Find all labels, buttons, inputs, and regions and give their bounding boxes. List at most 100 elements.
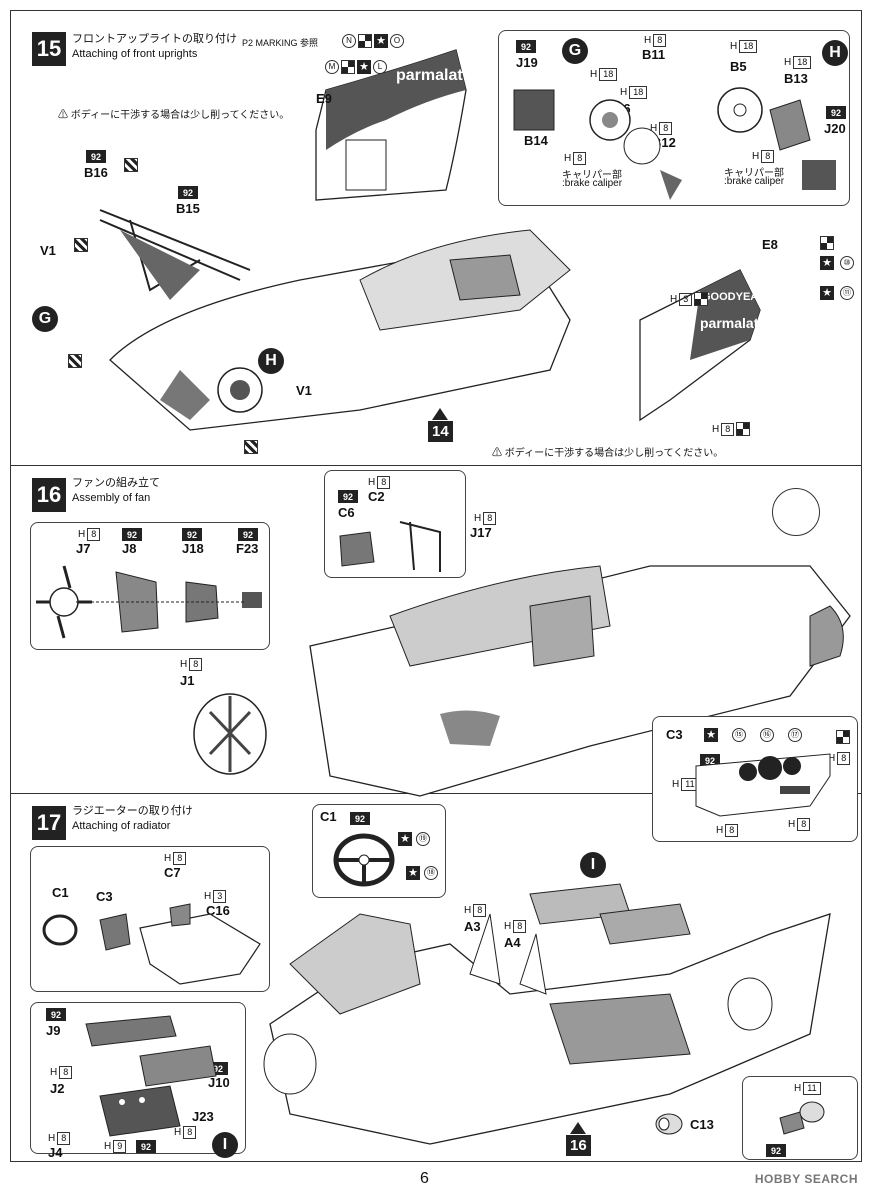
step-number: 16 bbox=[32, 478, 66, 512]
part-b14: B14 bbox=[524, 133, 548, 148]
ref-step-16-marker: 16 bbox=[566, 1122, 591, 1156]
decal-19-icon: ⑲ bbox=[416, 832, 430, 846]
part-v1-right: V1 bbox=[296, 383, 312, 398]
paint-code-92: 92 bbox=[178, 186, 198, 199]
watermark: HOBBY SEARCH bbox=[754, 1172, 858, 1186]
check-pattern-icon bbox=[820, 236, 834, 250]
warning-icon: ⚠ bbox=[492, 448, 502, 459]
star-icon: ★ bbox=[357, 60, 371, 74]
callout-i-detail: I bbox=[212, 1132, 238, 1158]
check-pattern-icon bbox=[736, 422, 751, 436]
paint-code-92: 92 bbox=[86, 150, 106, 163]
paint-code-92: 92 bbox=[122, 528, 142, 541]
part-a3: A3 bbox=[464, 919, 481, 934]
paint-code-92: 92 bbox=[350, 812, 370, 825]
star-icon: ★ bbox=[374, 34, 388, 48]
caliper-label-en: :brake caliper bbox=[562, 178, 623, 189]
decal-17-icon: ⑰ bbox=[788, 728, 802, 742]
paint-code-92: 92 bbox=[826, 106, 846, 119]
part-v1-left: V1 bbox=[40, 243, 56, 258]
check-pattern-icon bbox=[694, 292, 709, 306]
part-c3: C3 bbox=[96, 889, 113, 904]
part-c1: C1 bbox=[52, 885, 69, 900]
step-title: ラジエーターの取り付け Attaching of radiator bbox=[72, 804, 193, 834]
paint-code-92: 92 bbox=[136, 1140, 156, 1153]
part-j20: J20 bbox=[824, 121, 846, 136]
part-j23: J23 bbox=[192, 1109, 214, 1124]
part-j17: J17 bbox=[470, 525, 492, 540]
paint-code-92: 92 bbox=[238, 528, 258, 541]
caliper-label-jp: キャリパー部 bbox=[562, 170, 622, 181]
parmalat-decal: parmalat bbox=[396, 67, 463, 84]
callout-h-detail: H bbox=[822, 40, 848, 66]
fan-parts-drawing bbox=[36, 565, 262, 639]
step-title-en: Attaching of front uprights bbox=[72, 48, 198, 60]
magnify-callout-icon bbox=[772, 488, 820, 536]
part-j19: J19 bbox=[516, 55, 538, 70]
page-number: 6 bbox=[420, 1170, 429, 1187]
part-b11: B11 bbox=[642, 47, 666, 62]
step-title-en: Assembly of fan bbox=[72, 492, 151, 504]
decal-11-icon: ⑪ bbox=[840, 286, 854, 300]
star-icon: ★ bbox=[704, 728, 718, 742]
star-icon: ★ bbox=[406, 866, 420, 880]
callout-g: G bbox=[32, 306, 58, 332]
part-f23: F23 bbox=[236, 541, 259, 556]
cement-icon bbox=[124, 158, 138, 172]
warning-icon: ⚠ bbox=[58, 110, 68, 121]
check-pattern-icon bbox=[358, 34, 372, 48]
part-b13: B13 bbox=[784, 71, 808, 86]
step-title: ファンの組み立て Assembly of fan bbox=[72, 476, 160, 506]
part-b15: B15 bbox=[176, 201, 200, 216]
page-frame bbox=[10, 10, 862, 1162]
marking-o-icon: O bbox=[390, 34, 404, 48]
paint-code-92: 92 bbox=[46, 1008, 66, 1021]
e8-side-panel-drawing: GOODYEAR parmalat bbox=[639, 269, 766, 422]
c13-cap-drawing bbox=[655, 1113, 683, 1135]
caliper-label-jp: キャリパー部 bbox=[724, 168, 784, 179]
part-c13: C13 bbox=[690, 1117, 714, 1132]
part-b5: B5 bbox=[730, 59, 747, 74]
cement-icon bbox=[244, 440, 258, 454]
wing-strut-drawing bbox=[339, 521, 441, 572]
step-title-en: Attaching of radiator bbox=[72, 820, 171, 832]
part-j8: J8 bbox=[122, 541, 137, 556]
step-title-jp: フロントアップライトの取り付け bbox=[72, 33, 237, 45]
callout-h: H bbox=[258, 348, 284, 374]
chassis-front-drawing bbox=[109, 229, 571, 431]
part-j7: J7 bbox=[76, 541, 91, 556]
marking-n-icon: N bbox=[342, 34, 356, 48]
chassis-rear-drawing bbox=[193, 565, 851, 797]
ref-step-14-label: 14 bbox=[428, 421, 453, 442]
steering-wheel-drawing bbox=[333, 833, 395, 887]
step-17-section: 17 ラジエーターの取り付け Attaching of radiator C1 … bbox=[10, 794, 862, 1162]
cement-icon bbox=[74, 238, 88, 252]
star-icon: ★ bbox=[820, 286, 834, 300]
part-j18: J18 bbox=[182, 541, 204, 556]
marking-reference: P2 MARKING 参照 bbox=[242, 38, 319, 48]
ref-step-14-marker: 14 bbox=[428, 408, 453, 442]
step-title-jp: ファンの組み立て bbox=[72, 477, 160, 489]
step-title-jp: ラジエーターの取り付け bbox=[72, 805, 193, 817]
check-pattern-icon bbox=[341, 60, 355, 74]
radiator-parts-drawing bbox=[85, 1015, 217, 1137]
paint-code-92: 92 bbox=[182, 528, 202, 541]
